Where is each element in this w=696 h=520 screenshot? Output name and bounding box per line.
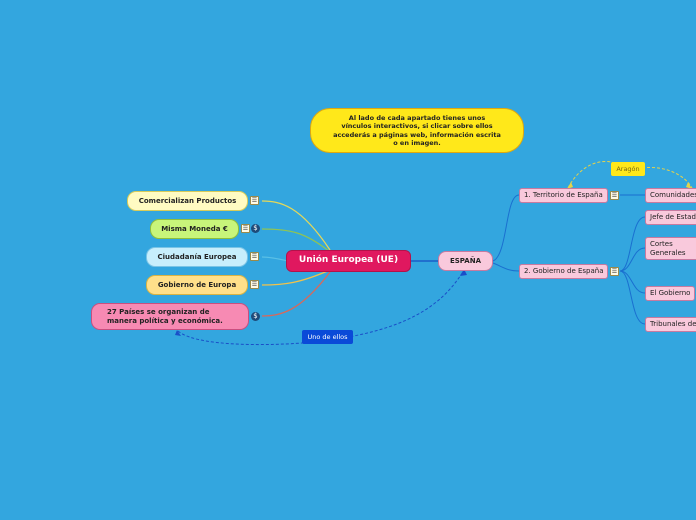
link-icon[interactable]: $: [251, 224, 260, 233]
node-label: 2. Gobierno de España: [524, 267, 604, 276]
node-label: ESPAÑA: [449, 256, 481, 265]
connector-tribunales: [619, 270, 646, 325]
link-icon[interactable]: $: [251, 312, 260, 321]
connector-el-gobierno: [619, 270, 646, 294]
node-gobierno-de-espana[interactable]: 2. Gobierno de España: [519, 264, 608, 279]
connector-territorio: [492, 194, 520, 262]
node-label: Tribunales de: [650, 320, 696, 329]
node-label: 1. Territorio de España: [524, 191, 603, 200]
node-label: Ciudadanía Europea: [157, 252, 237, 261]
node-27-paises[interactable]: 27 Países se organizan de manera polític…: [91, 303, 249, 330]
relation-aragon-arrow-left: [567, 182, 573, 189]
node-gobierno-de-europa[interactable]: Gobierno de Europa: [146, 275, 248, 295]
node-jefe-de-estado[interactable]: Jefe de Estad: [645, 210, 696, 225]
node-label: Misma Moneda €: [161, 224, 228, 233]
node-el-gobierno[interactable]: El Gobierno: [645, 286, 695, 301]
info-note: Al lado de cada apartado tienes unos vín…: [310, 108, 524, 153]
node-label: 27 Países se organizan de manera polític…: [107, 307, 223, 325]
node-territorio-de-espana[interactable]: 1. Territorio de España: [519, 188, 608, 203]
node-label: Cortes Generales: [650, 239, 686, 257]
connector-comercializan: [261, 200, 331, 251]
node-label: El Gobierno: [650, 289, 691, 298]
node-cortes-generales[interactable]: Cortes Generales: [645, 237, 696, 260]
connector-27-paises: [261, 271, 331, 317]
relation-label-text: Uno de ellos: [307, 332, 348, 341]
connector-gobierno-espana: [492, 262, 520, 272]
connector-gobierno-europa: [261, 269, 331, 286]
notes-icon[interactable]: ☰: [610, 267, 619, 276]
central-topic-union-europea[interactable]: Unión Europea (UE): [286, 250, 411, 272]
node-tribunales[interactable]: Tribunales de: [645, 317, 696, 332]
notes-icon[interactable]: ☰: [250, 280, 259, 289]
connector-ciudadania: [261, 256, 289, 262]
node-espana[interactable]: ESPAÑA: [438, 251, 493, 271]
relation-uno-de-ellos: [177, 269, 465, 346]
relation-aragon-arrow-right: [686, 182, 692, 189]
central-topic-label: Unión Europea (UE): [298, 255, 399, 266]
notes-icon[interactable]: ☰: [610, 191, 619, 200]
connector-cortes: [619, 247, 646, 272]
node-ciudadania-europea[interactable]: Ciudadanía Europea: [146, 247, 248, 267]
relation-label-text: Aragón: [616, 164, 640, 173]
relation-label-uno-de-ellos[interactable]: Uno de ellos: [302, 330, 353, 344]
connector-jefe: [619, 216, 646, 272]
node-comunidades[interactable]: Comunidades: [645, 188, 696, 203]
node-label: Comunidades: [650, 191, 696, 200]
info-note-text: Al lado de cada apartado tienes unos vín…: [333, 114, 501, 147]
node-label: Jefe de Estad: [650, 213, 696, 222]
relation-arrow-tail: [175, 330, 181, 336]
notes-icon[interactable]: ☰: [250, 252, 259, 261]
node-misma-moneda[interactable]: Misma Moneda €: [150, 219, 239, 239]
connector-moneda: [261, 228, 331, 253]
relation-arrow-head: [460, 269, 467, 276]
node-label: Comercializan Productos: [138, 196, 237, 205]
notes-icon[interactable]: ☰: [250, 196, 259, 205]
notes-icon[interactable]: ☰: [241, 224, 250, 233]
relation-label-aragon[interactable]: Aragón: [611, 162, 645, 176]
node-label: Gobierno de Europa: [157, 280, 237, 289]
node-comercializan-productos[interactable]: Comercializan Productos: [127, 191, 248, 211]
